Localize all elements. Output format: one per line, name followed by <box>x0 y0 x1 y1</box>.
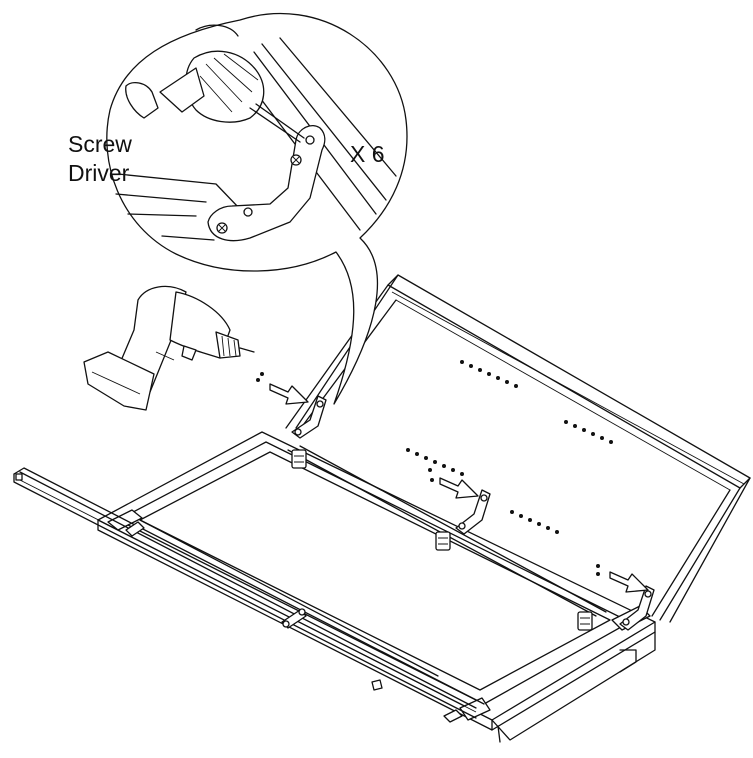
l-bracket-2 <box>455 489 491 535</box>
callout-drill <box>125 24 305 143</box>
screw-row-lower <box>510 510 559 534</box>
loose-screws <box>256 372 600 576</box>
callout-bracket <box>207 125 326 242</box>
detail-callout <box>106 12 408 405</box>
screw-row-middle <box>406 448 464 482</box>
arrow-1 <box>269 383 309 405</box>
arrow-3 <box>609 571 649 593</box>
screw-row-right <box>564 420 613 444</box>
hinge-group <box>291 449 593 631</box>
tool-label-line2: Driver <box>68 160 130 186</box>
l-bracket-1 <box>291 395 327 439</box>
hinge-1 <box>291 449 307 469</box>
base-frame <box>97 431 656 743</box>
l-bracket-3 <box>619 585 655 631</box>
tool-label-line1: Screw <box>68 131 132 157</box>
hinge-3 <box>577 611 593 631</box>
screws <box>256 360 613 576</box>
front-panel <box>13 467 485 723</box>
screw-row-top <box>460 360 518 388</box>
power-drill <box>83 285 255 411</box>
quantity-label: X 6 <box>350 141 385 167</box>
hinge-2 <box>435 531 451 551</box>
arrow-2 <box>439 477 479 499</box>
